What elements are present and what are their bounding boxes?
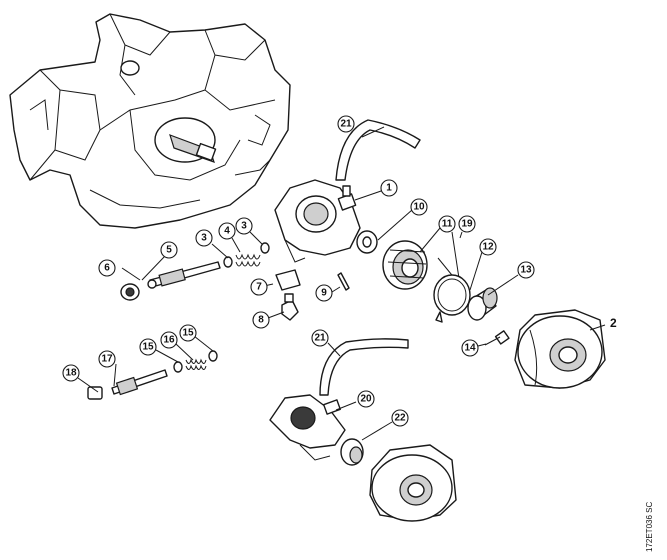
- callout-19-label: 19: [461, 219, 473, 230]
- callout-15-right: 15: [179, 324, 197, 342]
- part-8-valve: [281, 293, 299, 321]
- part-21-upper-hose: [335, 119, 421, 181]
- part-4-spring: [235, 253, 261, 267]
- callout-5: 5: [160, 241, 178, 259]
- part-1-oil-pump: [274, 179, 361, 263]
- part-14-screw: [484, 330, 510, 346]
- crankcase-housing: [9, 13, 291, 229]
- callout-17: 17: [98, 350, 116, 368]
- callout-15-left: 15: [139, 338, 157, 356]
- part-6-bushing: [120, 283, 140, 301]
- callout-22: 22: [391, 409, 409, 427]
- callout-16-label: 16: [163, 335, 175, 346]
- callout-11-label: 11: [442, 219, 453, 230]
- callout-18-label: 18: [65, 368, 77, 379]
- callout-3-left-label: 3: [201, 233, 207, 244]
- callout-13-label: 13: [520, 265, 532, 276]
- callout-10-label: 10: [413, 202, 425, 213]
- part-7-seal: [275, 269, 301, 291]
- callout-20: 20: [357, 390, 375, 408]
- part-11-worm: [382, 240, 428, 290]
- leader-lines: [77, 126, 606, 441]
- callout-5-label: 5: [166, 245, 172, 256]
- callout-13: 13: [517, 261, 535, 279]
- callout-18: 18: [62, 364, 80, 382]
- callout-22-label: 22: [394, 413, 406, 424]
- part-3-washer-left: [223, 256, 233, 268]
- part-21-lower-hose: [319, 338, 409, 396]
- part-22-worm: [340, 438, 364, 466]
- reference-code: 172ET036 SC: [645, 502, 654, 552]
- callout-8-label: 8: [258, 315, 264, 326]
- callout-4: 4: [218, 222, 236, 240]
- callout-8: 8: [252, 311, 270, 329]
- clutch-drum-lower: [369, 444, 457, 522]
- callout-14: 14: [461, 339, 479, 357]
- part-20-oil-pump: [269, 394, 346, 461]
- part-9-pin: [337, 272, 350, 291]
- callout-14-label: 14: [464, 343, 476, 354]
- callout-12: 12: [479, 238, 497, 256]
- callout-6: 6: [98, 259, 116, 277]
- part-17-shaft: [111, 369, 168, 396]
- callout-17-label: 17: [101, 354, 113, 365]
- callout-9-label: 9: [321, 288, 327, 299]
- part-2-clutch-drum: [514, 309, 606, 389]
- callout-12-label: 12: [482, 242, 494, 253]
- callout-7-label: 7: [256, 282, 262, 293]
- callout-21-lower: 21: [311, 329, 329, 347]
- part-13-needle-cage: [467, 287, 498, 321]
- callout-2-label: 2: [610, 316, 617, 330]
- callout-7: 7: [250, 278, 268, 296]
- callout-6-label: 6: [104, 263, 110, 274]
- callout-15-left-label: 15: [142, 342, 154, 353]
- callout-2: 2: [610, 316, 617, 330]
- callout-21-upper-label: 21: [340, 119, 352, 130]
- part-18-cap: [87, 386, 103, 400]
- part-15-washer-right: [208, 350, 218, 362]
- callout-15-right-label: 15: [182, 328, 194, 339]
- callout-19: 19: [458, 215, 476, 233]
- callout-3-left: 3: [195, 229, 213, 247]
- part-5-shaft: [147, 261, 221, 289]
- callout-4-label: 4: [224, 226, 230, 237]
- callout-16: 16: [160, 331, 178, 349]
- callout-20-label: 20: [360, 394, 372, 405]
- part-12-circlip: [433, 274, 471, 323]
- part-3-washer-right: [260, 242, 270, 254]
- callout-3-right: 3: [235, 217, 253, 235]
- callout-9: 9: [315, 284, 333, 302]
- part-10-washer: [356, 230, 378, 254]
- callout-1: 1: [380, 179, 398, 197]
- callout-21-upper: 21: [337, 115, 355, 133]
- callout-10: 10: [410, 198, 428, 216]
- callout-11: 11: [438, 215, 456, 233]
- part-16-spring: [185, 358, 207, 370]
- callout-3-right-label: 3: [241, 221, 247, 232]
- part-15-washer-left: [173, 361, 183, 373]
- callout-21-lower-label: 21: [314, 333, 326, 344]
- callout-1-label: 1: [386, 183, 392, 194]
